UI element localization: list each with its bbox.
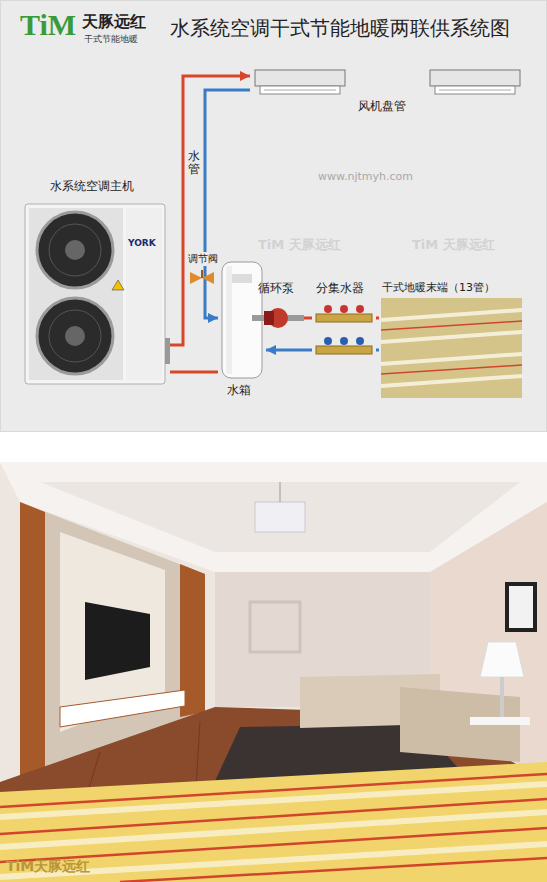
floor-heating-foil — [0, 762, 547, 882]
rect-shape — [255, 70, 345, 86]
rect-shape — [126, 208, 162, 380]
line-shape — [381, 321, 522, 330]
line-shape — [264, 90, 336, 91]
equipment-label: 水系统空调主机 — [50, 178, 134, 195]
rect-shape — [381, 298, 522, 398]
painting — [505, 582, 537, 632]
watermark-text: TiM天豚远红 — [6, 858, 90, 876]
circle-shape — [37, 212, 113, 288]
line-shape — [0, 828, 547, 862]
rect-shape — [29, 208, 123, 380]
polygon-shape — [202, 272, 214, 284]
rect-shape — [232, 274, 252, 283]
diagram-title: 水系统空调干式节能地暖两联供系统图 — [170, 15, 510, 42]
line-shape — [381, 376, 522, 386]
equipment-node: 水系统空调主机 — [20, 178, 170, 390]
equipment-label: 干式地暖末端（13管） — [382, 280, 495, 295]
water-pipe — [376, 317, 379, 320]
g-shape — [381, 321, 522, 374]
circle-shape — [49, 224, 101, 276]
water-pipe — [304, 317, 312, 320]
wall — [0, 462, 547, 882]
lamp-stand — [500, 677, 504, 717]
equipment-label: 水箱 — [227, 382, 251, 399]
polygon-shape — [112, 280, 124, 290]
svg-shape — [379, 280, 524, 400]
tv — [85, 602, 150, 680]
line-shape — [0, 844, 547, 877]
equipment-node: 风机盘管 — [250, 66, 525, 118]
painting-inner — [509, 586, 533, 628]
red-tubes — [0, 774, 547, 882]
equipment-node: 循环泵 — [252, 280, 304, 330]
circle-shape — [356, 305, 364, 313]
rect-shape — [316, 346, 372, 354]
equipment-node: 分集水器 — [312, 280, 376, 364]
tv-cabinet — [60, 690, 185, 727]
svg-shape — [218, 258, 266, 402]
equipment-node: 调节阀 — [184, 250, 221, 286]
water-pipe — [376, 349, 379, 352]
equipment-label: 循环泵 — [258, 280, 294, 297]
rect-shape — [316, 314, 372, 322]
circle-shape — [324, 305, 332, 313]
rect-shape — [430, 70, 520, 86]
circle-shape — [65, 326, 85, 346]
rect-shape — [435, 86, 515, 94]
equipment-label: 分集水器 — [316, 280, 364, 297]
line-shape — [120, 858, 547, 882]
g-shape — [381, 310, 522, 386]
watermark-text: TiM 天豚远红 — [412, 236, 495, 254]
rect-shape — [165, 338, 170, 364]
rect-shape — [226, 266, 232, 374]
water-pipe — [266, 349, 312, 352]
line-shape — [381, 354, 522, 364]
rect-shape — [260, 86, 340, 94]
circle-shape — [340, 337, 348, 345]
watermark-text: TiM 天豚远红 — [258, 236, 341, 254]
circle-shape — [324, 337, 332, 345]
watermark-text: YORK — [128, 238, 156, 248]
wood-frame — [20, 502, 45, 782]
pipe-label: 水管 — [188, 150, 200, 176]
logo-text: 天豚远红 — [82, 12, 146, 33]
polygon-shape — [190, 272, 202, 284]
circle-shape — [340, 305, 348, 313]
circle-shape — [65, 240, 85, 260]
svg-shape — [20, 178, 170, 390]
rect-shape — [264, 311, 274, 325]
lamp-shade — [480, 642, 524, 677]
line-shape — [201, 270, 203, 278]
line-shape — [381, 310, 522, 320]
line-shape — [381, 332, 522, 342]
equipment-label: 风机盘管 — [358, 98, 406, 115]
room-illustration — [0, 462, 547, 882]
water-pipe — [170, 371, 218, 374]
logo-text: TiM — [20, 8, 76, 42]
logo-text: 干式节能地暖 — [84, 33, 138, 46]
table — [470, 717, 530, 725]
chandelier — [255, 502, 305, 532]
line-shape — [439, 90, 511, 91]
circle-shape — [49, 310, 101, 362]
line-shape — [0, 784, 547, 817]
chandelier-rod — [280, 482, 281, 502]
equipment-node: 干式地暖末端（13管） — [379, 280, 524, 400]
watermark-text: www.njtmyh.com — [318, 170, 413, 183]
shelf — [250, 602, 300, 652]
circle-shape — [356, 337, 364, 345]
equipment-label: 调节阀 — [187, 252, 219, 266]
line-shape — [381, 365, 522, 374]
line-shape — [0, 774, 547, 807]
equipment-node: 水箱 — [218, 258, 266, 402]
circle-shape — [37, 298, 113, 374]
rect-shape — [25, 204, 165, 384]
line-shape — [0, 799, 547, 834]
